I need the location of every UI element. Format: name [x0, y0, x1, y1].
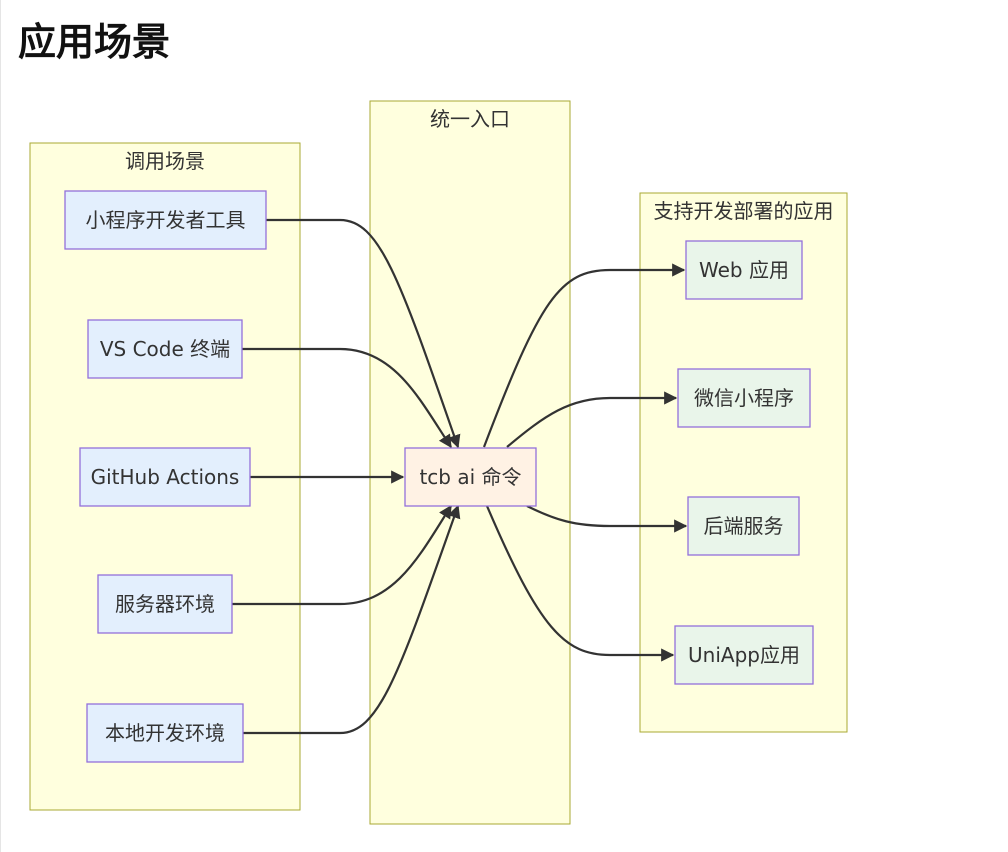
node-server[interactable]: 服务器环境 [97, 574, 233, 634]
node-github[interactable]: GitHub Actions [79, 447, 251, 507]
cluster-apps-label: 支持开发部署的应用 [654, 199, 834, 223]
node-tcb[interactable]: tcb ai 命令 [404, 447, 537, 507]
page-left-border [0, 0, 1, 852]
node-miniprogram[interactable]: 微信小程序 [677, 368, 811, 428]
node-vscode-label: VS Code 终端 [100, 337, 230, 361]
node-miniprogram-label: 微信小程序 [694, 386, 794, 410]
page-title: 应用场景 [18, 20, 171, 64]
node-web-label: Web 应用 [699, 258, 789, 282]
edge-tcb-to-web [482, 263, 686, 448]
edge-server-to-tcb [232, 504, 452, 606]
node-backend-label: 后端服务 [704, 514, 784, 538]
node-vscode[interactable]: VS Code 终端 [87, 319, 243, 379]
node-tcb-label: tcb ai 命令 [419, 465, 521, 489]
cluster-scenarios-label: 调用场景 [125, 149, 205, 173]
edge-devtools-to-tcb [266, 218, 461, 449]
node-devtools-label: 小程序开发者工具 [86, 208, 246, 232]
edge-tcb-to-uniapp [485, 505, 675, 662]
edge-vscode-to-tcb [242, 347, 452, 449]
node-web[interactable]: Web 应用 [685, 240, 803, 300]
node-uniapp[interactable]: UniApp应用 [674, 625, 814, 685]
node-devtools[interactable]: 小程序开发者工具 [64, 190, 267, 250]
node-local[interactable]: 本地开发环境 [86, 703, 244, 763]
edges [232, 218, 688, 735]
edge-tcb-to-backend [526, 505, 688, 533]
edge-local-to-tcb [243, 504, 461, 735]
cluster-entry-label: 统一入口 [430, 107, 510, 131]
edge-tcb-to-miniprogram [506, 391, 678, 448]
node-local-label: 本地开发环境 [105, 721, 225, 745]
node-uniapp-label: UniApp应用 [688, 643, 800, 667]
node-backend[interactable]: 后端服务 [687, 496, 800, 556]
node-server-label: 服务器环境 [115, 592, 215, 616]
node-github-label: GitHub Actions [91, 465, 240, 489]
